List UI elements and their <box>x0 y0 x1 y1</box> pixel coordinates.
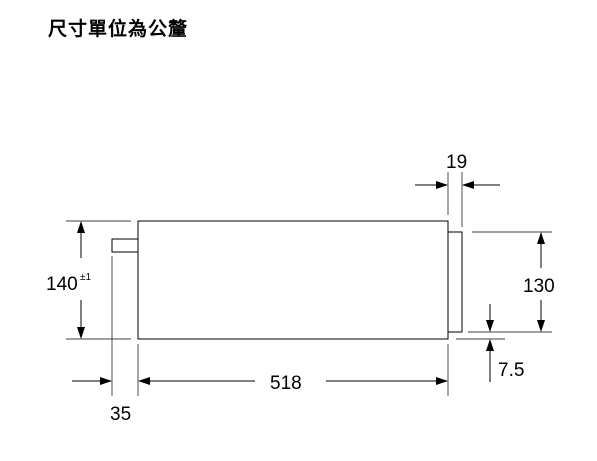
units-heading: 尺寸單位為公釐 <box>48 18 189 40</box>
dim-bottom-offset: 7.5 <box>486 304 524 382</box>
drawer-body <box>137 220 449 340</box>
dim-front-height-value: 130 <box>523 276 555 297</box>
dim-bottom-offset-value: 7.5 <box>498 360 524 381</box>
rear-connector <box>111 238 139 253</box>
dim-rear-offset-value: 35 <box>110 404 131 425</box>
extension-lines <box>66 172 552 396</box>
dim-total-height-value: 140 <box>46 274 78 295</box>
dim-rear-offset: 35 <box>72 377 131 425</box>
dim-top-depth: 19 <box>415 152 500 189</box>
dim-body-width-value: 518 <box>270 373 302 394</box>
front-panel <box>447 231 463 333</box>
dim-body-width: 518 <box>138 373 448 394</box>
dim-top-depth-value: 19 <box>446 152 467 173</box>
dim-front-height: 130 <box>523 232 555 332</box>
dim-total-height-tolerance: ±1 <box>80 272 91 283</box>
dim-total-height: 140 ±1 <box>46 221 91 339</box>
